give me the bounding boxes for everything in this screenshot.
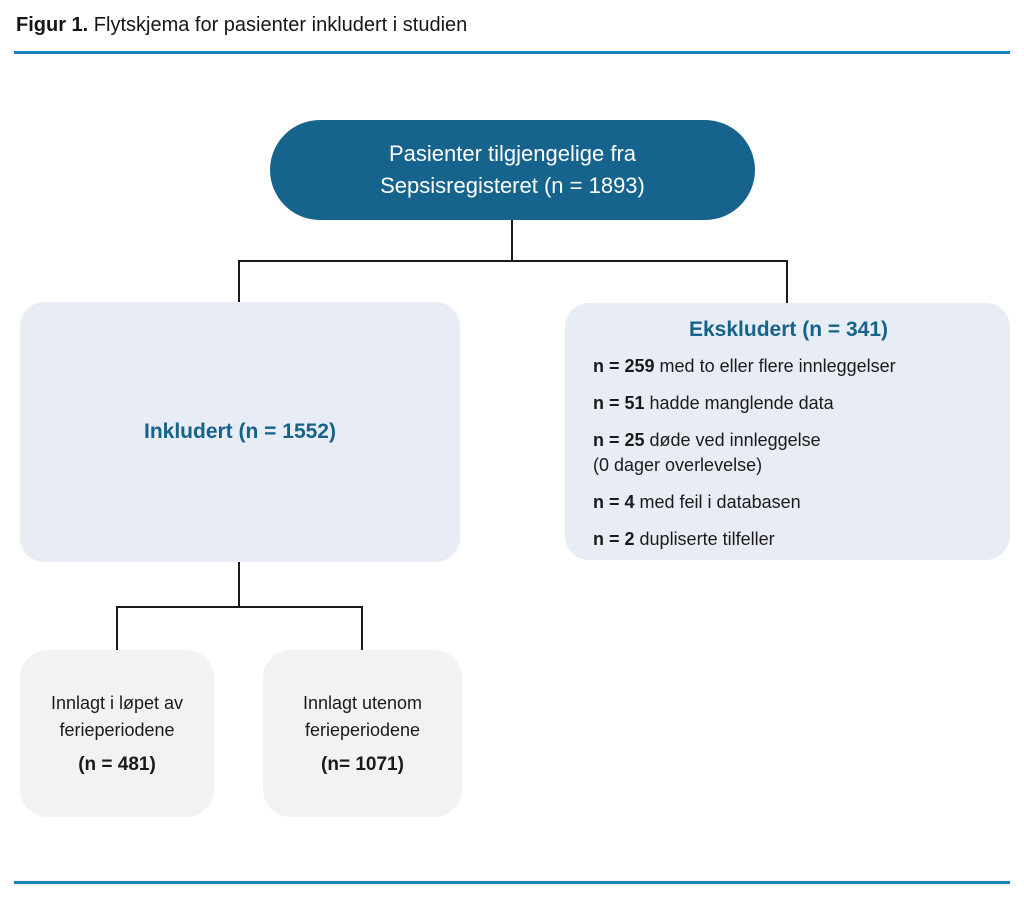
figure-title-prefix: Figur 1. [16,14,89,36]
connector-branch-top [238,260,788,262]
excluded-item-text: med feil i databasen [639,492,801,512]
connector-branch-bottom [116,606,363,608]
connector-source-stem [511,220,513,262]
excluded-item-text: døde ved innleggelse [649,430,821,450]
excluded-item-text: med to eller flere innleggelser [659,356,896,376]
non-holiday-line2: ferieperiodene [304,719,421,740]
excluded-item-count: n = 4 [593,492,635,512]
excluded-item-count: n = 259 [593,356,655,376]
bottom-rule [14,881,1010,884]
source-line2: Sepsisregisteret (n = 1893) [380,173,645,198]
connector-included-stem [238,562,240,608]
excluded-item-text: hadde manglende data [649,393,834,413]
flow-node-holiday: Innlagt i løpet av ferieperiodene (n = 4… [20,650,214,817]
figure-title: Figur 1. Flytskjema for pasienter inklud… [16,11,467,39]
excluded-item-count: n = 51 [593,393,645,413]
excluded-heading: Ekskludert (n = 341) [689,318,888,341]
non-holiday-line1: Innlagt utenom [302,692,423,713]
connector-leaf-right-drop [361,606,363,651]
figure-title-text: Flytskjema for pasienter inkludert i stu… [88,14,468,36]
connector-excluded-drop [786,260,788,304]
holiday-count: (n = 481) [78,753,156,775]
connector-included-drop [238,260,240,303]
flow-node-included: Inkludert (n = 1552) [20,302,460,562]
holiday-line1: Innlagt i løpet av [50,692,184,713]
included-label: Inkludert (n = 1552) [144,420,336,443]
excluded-item-text-line2: (0 dager overlevelse) [593,455,763,475]
excluded-item-text: dupliserte tilfeller [639,529,775,549]
excluded-item-count: n = 2 [593,529,635,549]
flow-node-source: Pasienter tilgjengelige fra Sepsisregist… [270,120,755,220]
source-line1: Pasienter tilgjengelige fra [388,141,637,166]
non-holiday-count: (n= 1071) [321,753,404,775]
connector-leaf-left-drop [116,606,118,651]
excluded-item-count: n = 25 [593,430,645,450]
top-rule [14,51,1010,54]
holiday-line2: ferieperiodene [59,719,175,740]
flow-node-non-holiday: Innlagt utenom ferieperiodene (n= 1071) [263,650,462,817]
